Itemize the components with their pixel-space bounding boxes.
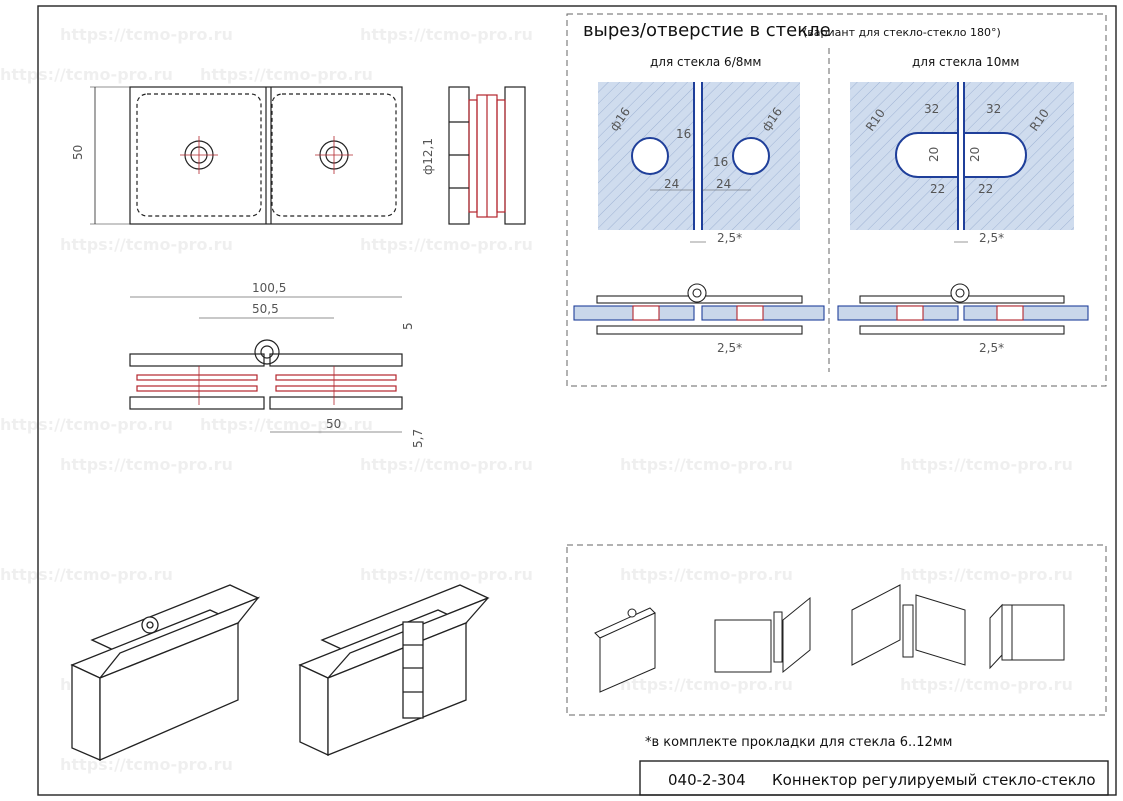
cutout-panel [566, 13, 1107, 387]
dist-left-dimension: 24 [664, 177, 679, 191]
watermark-text: https://tcmo-pro.ru [0, 415, 173, 434]
cutout-heading: вырез/отверстие в стекле [583, 20, 831, 41]
watermark-text: https://tcmo-pro.ru [360, 235, 533, 254]
watermark-text: https://tcmo-pro.ru [200, 415, 373, 434]
watermark-text: https://tcmo-pro.ru [60, 25, 233, 44]
section-gap-right-dimension: 2,5* [979, 341, 1004, 355]
glass-6-8-label: для стекла 6/8мм [650, 55, 761, 69]
watermark-text: https://tcmo-pro.ru [0, 565, 173, 584]
height-left-dimension: 20 [927, 147, 941, 162]
watermark-text: https://tcmo-pro.ru [60, 235, 233, 254]
kit-note: *в комплекте прокладки для стекла 6..12м… [645, 735, 952, 750]
watermark-layer: https://tcmo-pro.ru https://tcmo-pro.ru … [0, 25, 1073, 774]
glass-section-6-8 [573, 283, 825, 335]
section-gap-left-dimension: 2,5* [717, 341, 742, 355]
watermark-text: https://tcmo-pro.ru [360, 455, 533, 474]
glass-6-8-panes [598, 82, 800, 243]
profile-view [448, 86, 526, 225]
variants-panel [566, 544, 1107, 716]
width-left-dimension: 32 [924, 102, 939, 116]
variant-90 [714, 596, 811, 674]
dist-right-dimension: 24 [716, 177, 731, 191]
watermark-text: https://tcmo-pro.ru [0, 65, 173, 84]
watermark-text: https://tcmo-pro.ru [360, 565, 533, 584]
thickness-top-dimension: 5 [401, 322, 415, 330]
dist-left-10-dimension: 22 [930, 182, 945, 196]
variant-135 [851, 584, 966, 666]
cutout-heading-note: (вариант для стекло-стекло 180°) [803, 26, 1001, 39]
variant-180-side [989, 603, 1065, 670]
watermark-text: https://tcmo-pro.ru [900, 565, 1073, 584]
drawing-code: 040-2-304 [668, 771, 746, 789]
glass-10-panes [850, 82, 1074, 243]
isometric-connector-back [298, 584, 490, 757]
watermark-text: https://tcmo-pro.ru [60, 755, 233, 774]
watermark-text: https://tcmo-pro.ru [620, 455, 793, 474]
watermark-text: https://tcmo-pro.ru [620, 565, 793, 584]
plate-length-dimension: 50 [326, 417, 341, 431]
gap-6-8-dimension: 2,5* [717, 231, 742, 245]
center-distance-dimension: 50,5 [252, 302, 279, 316]
height-right-dimension: 20 [968, 147, 982, 162]
sheet-frame [37, 5, 1117, 796]
gap-10-dimension: 2,5* [979, 231, 1004, 245]
offset-b-dimension: 16 [713, 155, 728, 169]
glass-10-label: для стекла 10мм [912, 55, 1019, 69]
dist-right-10-dimension: 22 [978, 182, 993, 196]
watermark-text: https://tcmo-pro.ru [200, 65, 373, 84]
side-section-view [129, 296, 403, 433]
title-block [639, 760, 1109, 796]
watermark-text: https://tcmo-pro.ru [360, 25, 533, 44]
height-dimension: 50 [71, 145, 85, 160]
front-view [90, 86, 403, 225]
watermark-text: https://tcmo-pro.ru [900, 675, 1073, 694]
drawing-title: Коннектор регулируемый стекло-стекло [772, 771, 1096, 789]
total-length-dimension: 100,5 [252, 281, 286, 295]
watermark-text: https://tcmo-pro.ru [900, 455, 1073, 474]
watermark-text: https://tcmo-pro.ru [60, 455, 233, 474]
thickness-bottom-dimension: 5,7 [411, 429, 425, 448]
diameter-dimension: ф12,1 [421, 138, 435, 175]
width-right-dimension: 32 [986, 102, 1001, 116]
isometric-connector-front [70, 584, 261, 761]
variant-180 [594, 607, 656, 693]
offset-a-dimension: 16 [676, 127, 691, 141]
glass-section-10 [837, 283, 1089, 335]
watermark-text: https://tcmo-pro.ru [620, 675, 793, 694]
